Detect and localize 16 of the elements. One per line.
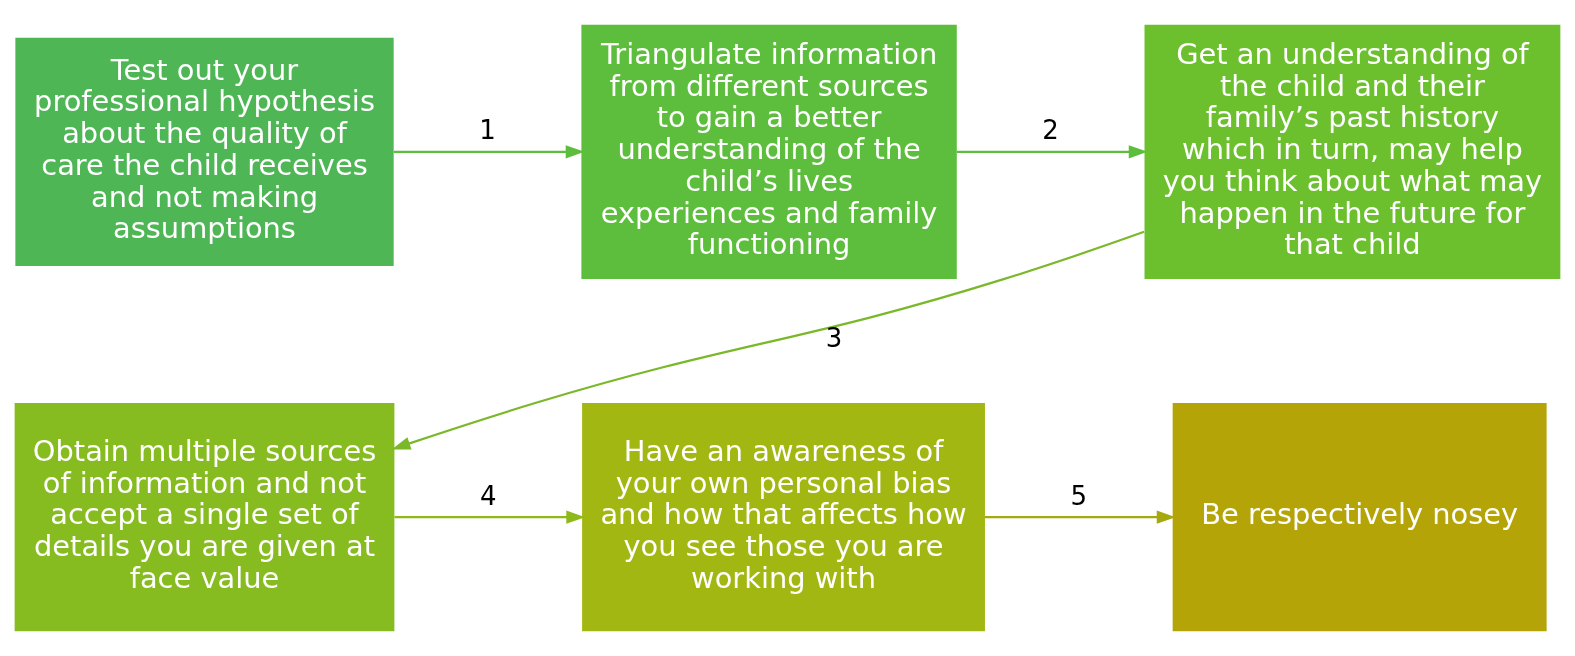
arrow (985, 510, 1176, 524)
edge-label: 1 (479, 115, 496, 146)
node-box: Triangulate information from different sources to gain a better understanding of the child’s lives experiences and family functioning (581, 24, 957, 279)
edge-label: 2 (1042, 115, 1059, 146)
edge-label: 3 (825, 323, 843, 354)
node-box: Be respectively nosey (1172, 403, 1547, 632)
arrow (394, 510, 586, 524)
node-box: Get an understanding of the child and their family’s past history which in turn, may help you think about what may happen in the future for that child (1144, 24, 1561, 279)
edge-label: 5 (1070, 480, 1088, 511)
node-box: Have an awareness of your own personal bias and how that affects how you see those you are working with (582, 403, 985, 632)
arrow (391, 230, 1145, 450)
node-box: Test out your professional hypothesis about the quality of care the child receives and not making assumptions (15, 37, 394, 266)
node-box: Obtain multiple sources of information and not accept a single set of details you are given at face value (14, 403, 395, 632)
edge-label: 4 (479, 480, 497, 511)
arrow (393, 145, 585, 159)
arrow (956, 145, 1148, 159)
